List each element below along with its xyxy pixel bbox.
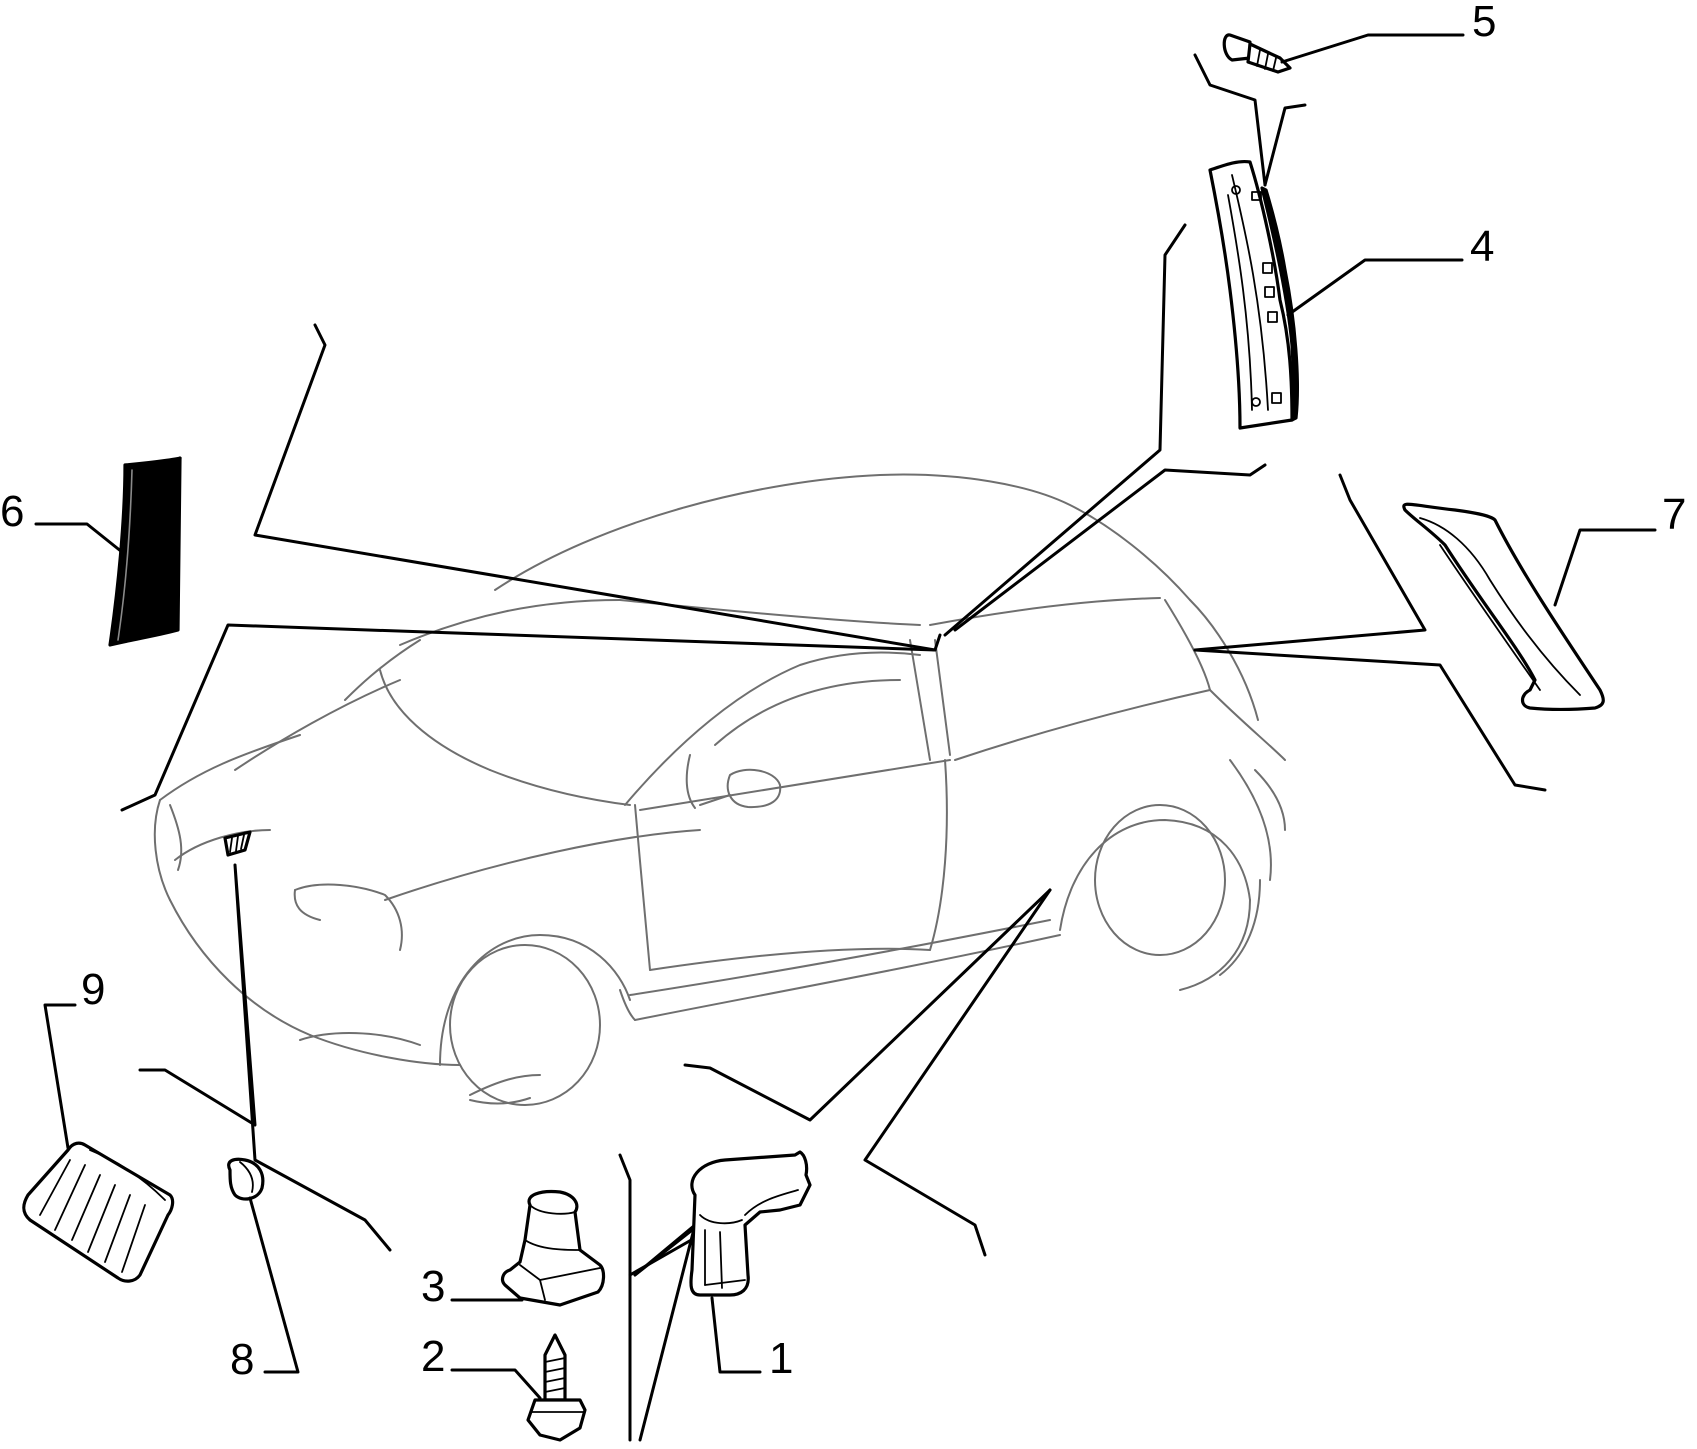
callout-1: 1 xyxy=(769,1334,794,1383)
part-6-trim-strip xyxy=(108,456,182,647)
part-5-screw xyxy=(1222,33,1292,74)
callout-3: 3 xyxy=(421,1262,446,1311)
part-3-bracket xyxy=(500,1189,606,1307)
part-1-bracket xyxy=(689,1150,812,1297)
callout-7: 7 xyxy=(1662,490,1687,539)
callout-2: 2 xyxy=(421,1332,446,1381)
part-8-plug xyxy=(227,1157,265,1201)
car-body-outline xyxy=(153,473,1286,1106)
part-9-ribbed-pad xyxy=(22,1141,175,1283)
part-7-pillar-trim xyxy=(1402,502,1605,712)
leader-lines xyxy=(120,53,1547,1442)
callout-4: 4 xyxy=(1470,222,1495,271)
callout-8: 8 xyxy=(230,1335,255,1384)
callout-6: 6 xyxy=(0,487,25,536)
part-2-bolt xyxy=(526,1333,587,1442)
callout-9: 9 xyxy=(81,965,106,1014)
small-grille-detail xyxy=(223,830,252,857)
callout-lines xyxy=(34,33,1657,1400)
part-4-pillar-trim xyxy=(1208,159,1299,430)
callout-5: 5 xyxy=(1472,0,1497,46)
